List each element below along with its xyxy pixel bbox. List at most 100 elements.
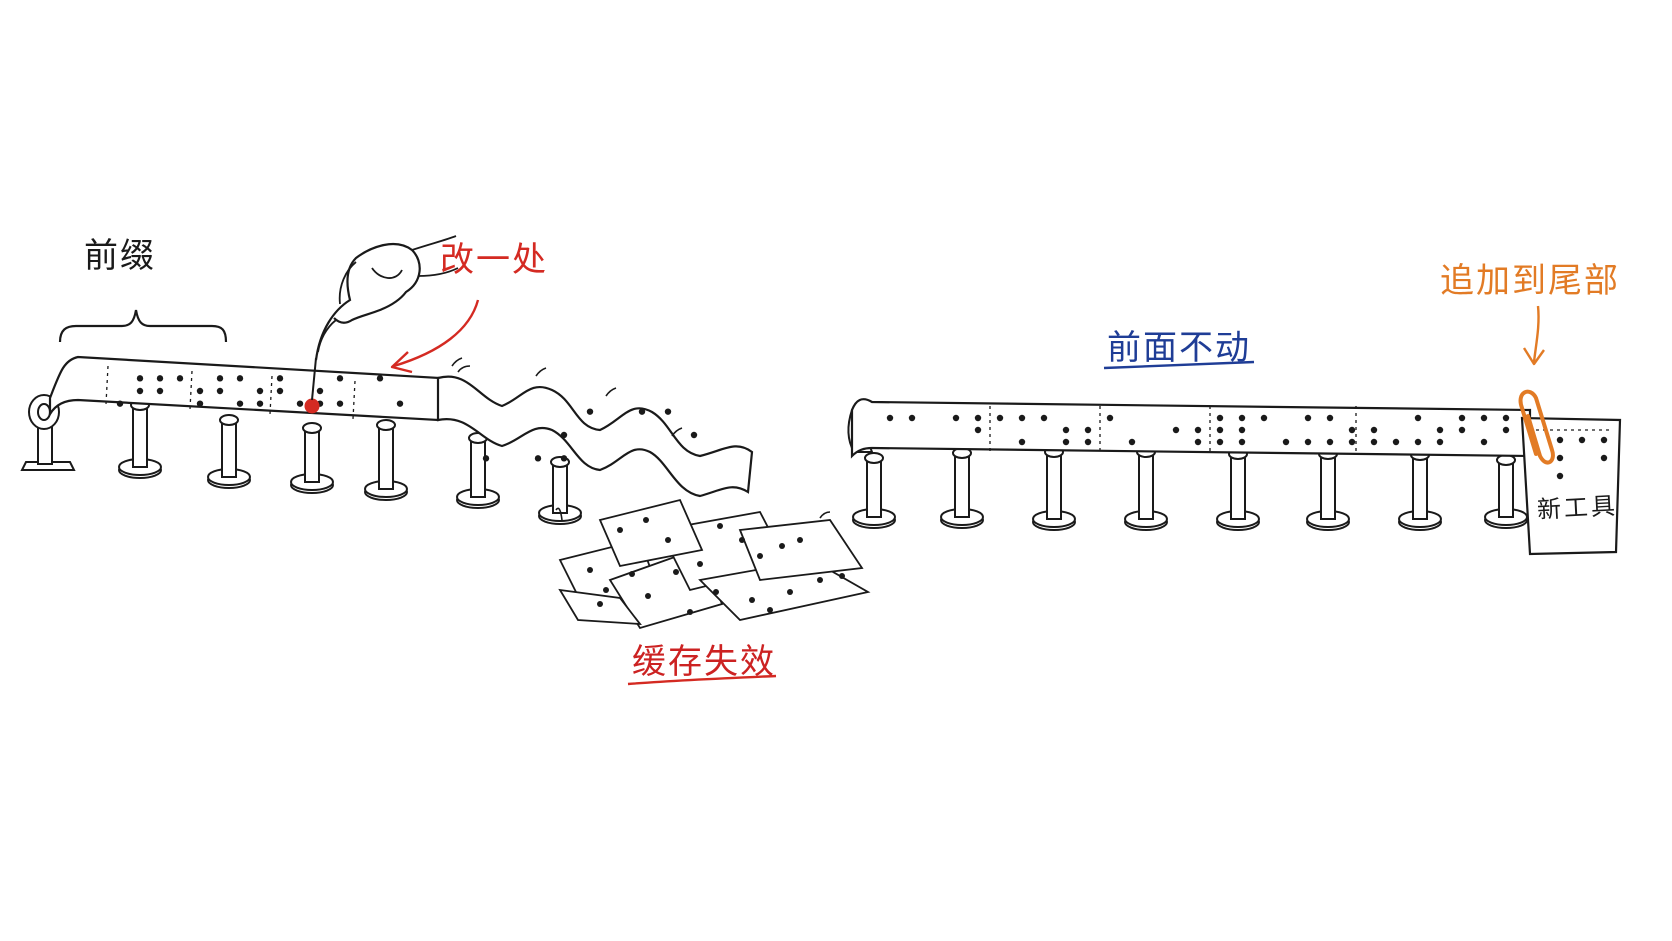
post-stem — [304, 427, 320, 483]
tape-hole — [1458, 414, 1466, 422]
tape-post — [456, 432, 500, 509]
tape-hole — [1556, 436, 1564, 444]
tape-hole — [1238, 414, 1246, 422]
tape-hole — [1392, 438, 1400, 446]
tape-hole — [638, 408, 646, 415]
crumpled-piece — [598, 498, 704, 568]
tape-hole — [1600, 436, 1608, 444]
change-one-label: 改一处 — [440, 240, 548, 280]
post-stem — [1138, 451, 1154, 520]
tape-hole — [1348, 438, 1356, 446]
tape-hole — [817, 577, 823, 583]
tape-hole — [560, 431, 568, 439]
tape-hole — [1370, 438, 1378, 446]
tape-post — [1032, 446, 1076, 531]
post-stem — [132, 404, 148, 468]
post-stem — [1498, 459, 1514, 518]
tape-roll-core — [37, 403, 51, 421]
hand-icon — [314, 242, 421, 361]
tape-hole — [952, 414, 960, 422]
tape-hole — [1238, 438, 1246, 446]
tape-hole — [176, 375, 184, 382]
tape-hole — [779, 543, 785, 549]
tape-post — [1398, 449, 1442, 531]
tape-hole — [1084, 426, 1092, 434]
left-tape-scene — [20, 235, 871, 630]
tape-hole — [1062, 438, 1070, 446]
tape-hole — [1260, 414, 1268, 422]
tape-hole — [1194, 438, 1202, 446]
tape-hole — [1348, 426, 1356, 434]
tape-hole — [1326, 438, 1334, 446]
tape-hole — [534, 455, 542, 462]
tape-hole — [1414, 414, 1422, 422]
tape-hole — [697, 561, 703, 567]
tape-hole — [797, 537, 803, 543]
tape-hole — [376, 375, 384, 382]
brace-icon — [58, 309, 228, 343]
tape-hole — [603, 587, 609, 593]
annotations — [58, 299, 1545, 686]
tape-hole — [336, 400, 344, 407]
tape-post — [940, 447, 984, 529]
tape-hole — [1502, 426, 1510, 434]
hand-detail — [317, 261, 403, 353]
post-stem — [1320, 453, 1336, 520]
tape-hole — [739, 537, 745, 543]
tape-hole — [673, 569, 679, 575]
post-cap — [376, 419, 396, 431]
tape-hole — [156, 387, 164, 395]
tape-hole — [996, 414, 1004, 422]
tape-post — [1306, 448, 1350, 531]
tape-hole — [216, 387, 224, 395]
front-unchanged-underline — [1103, 360, 1255, 370]
tape-hole — [196, 387, 204, 395]
new-tool-card — [1520, 416, 1622, 556]
append-tail-label: 追加到尾部 — [1440, 261, 1620, 301]
tape-hole — [1106, 414, 1114, 422]
tape-hole — [1216, 414, 1224, 422]
tape-hole — [886, 414, 894, 422]
hand-wrist — [411, 235, 459, 277]
post-stem — [1412, 454, 1428, 520]
tape-hole — [757, 553, 763, 559]
motion-mark — [605, 387, 617, 397]
crumpled-piece — [738, 519, 864, 581]
tape-hole — [256, 400, 264, 407]
tape-hole — [136, 387, 144, 395]
tape-hole — [1018, 438, 1026, 446]
tape-hole — [974, 426, 982, 434]
arrow-icon — [1532, 305, 1540, 363]
post-stem — [1046, 451, 1062, 520]
tape-hole — [1578, 436, 1586, 444]
right-tape-scene — [847, 389, 1622, 556]
pin-icon — [311, 357, 317, 401]
tape-post — [852, 452, 896, 529]
cache-invalid-underline — [627, 674, 777, 686]
tape-hole — [1502, 414, 1510, 422]
tape-hole — [1018, 414, 1026, 422]
tape-post — [1484, 454, 1528, 529]
tape-hole — [276, 375, 284, 382]
post-stem — [378, 424, 394, 490]
tape-hole — [1304, 438, 1312, 446]
tape-hole — [1436, 426, 1444, 434]
tape-hole — [749, 597, 755, 603]
tape-hole — [196, 400, 204, 407]
tape-post — [538, 456, 582, 525]
tape-post — [290, 422, 334, 494]
tape-hole — [336, 375, 344, 382]
post-stem — [954, 452, 970, 518]
tape-post — [1216, 448, 1260, 531]
tape-hole — [216, 375, 224, 382]
tape-hole — [156, 375, 164, 382]
tape-hole — [1436, 438, 1444, 446]
tape-hole — [1128, 438, 1136, 446]
tape-hole — [665, 537, 671, 543]
tape-hole — [236, 400, 244, 407]
tape-hole — [1216, 438, 1224, 446]
tape-hole — [1480, 414, 1488, 422]
changed-hole-marker — [304, 398, 320, 414]
tape-hole — [276, 387, 284, 395]
